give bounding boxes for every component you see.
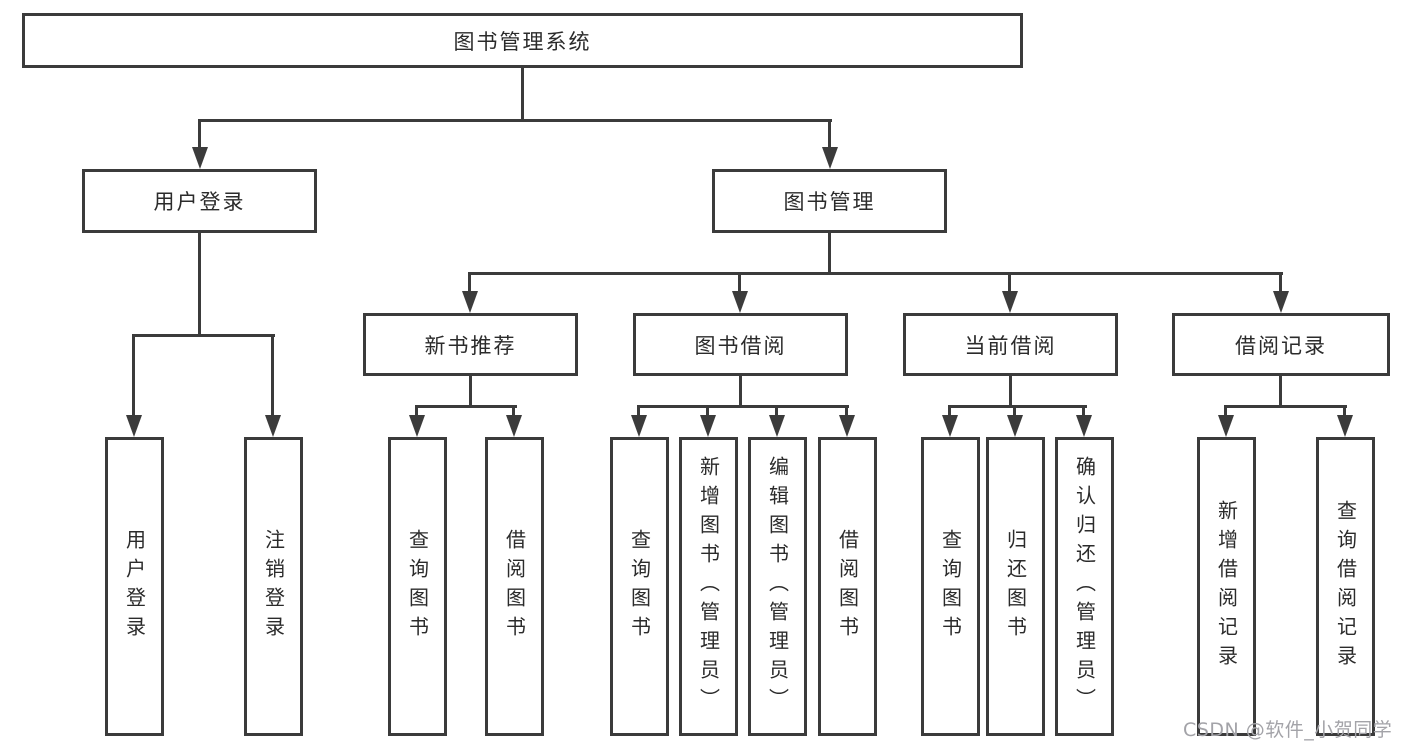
connector-records-branch bbox=[1225, 405, 1347, 408]
node-new-books: 新书推荐 bbox=[363, 313, 578, 376]
leaf-bb-query-books-label: 查询图书 bbox=[627, 528, 652, 645]
connector-records-drop bbox=[1279, 376, 1282, 408]
csdn-watermark: CSDN @软件_小贺同学 bbox=[1183, 719, 1393, 741]
connector-level3-branch bbox=[469, 272, 1283, 275]
connector-bookborrow-branch bbox=[638, 405, 849, 408]
leaf-cb-confirm-return-admin-label: 确认归还（管理员） bbox=[1072, 456, 1097, 717]
connector-bookmgmt-drop bbox=[828, 233, 831, 275]
arrow-cb-leaf-2 bbox=[1007, 405, 1023, 437]
leaf-cb-return-books: 归还图书 bbox=[986, 437, 1045, 736]
node-root-label: 图书管理系统 bbox=[453, 29, 592, 54]
leaf-bb-query-books: 查询图书 bbox=[610, 437, 669, 736]
arrow-bb-leaf-3 bbox=[769, 405, 785, 437]
arrow-bb-leaf-1 bbox=[631, 405, 647, 437]
arrow-bb-leaf-4 bbox=[839, 405, 855, 437]
arrow-to-user-login bbox=[192, 119, 208, 169]
connector-root-drop bbox=[521, 68, 524, 122]
arrow-bb-leaf-2 bbox=[700, 405, 716, 437]
leaf-cb-query-books-label: 查询图书 bbox=[938, 528, 963, 645]
connector-newbooks-drop bbox=[469, 376, 472, 408]
leaf-bb-borrow-books: 借阅图书 bbox=[818, 437, 877, 736]
leaf-logout: 注销登录 bbox=[244, 437, 303, 736]
connector-currentborrow-branch bbox=[949, 405, 1087, 408]
node-book-borrow: 图书借阅 bbox=[633, 313, 848, 376]
arrow-to-leaf-user-login bbox=[126, 334, 142, 437]
leaf-nb-query-books: 查询图书 bbox=[388, 437, 447, 736]
leaf-user-login-label: 用户登录 bbox=[122, 528, 147, 645]
node-user-login: 用户登录 bbox=[82, 169, 317, 233]
node-borrow-records: 借阅记录 bbox=[1172, 313, 1390, 376]
leaf-bb-edit-books-admin: 编辑图书（管理员） bbox=[748, 437, 807, 736]
connector-currentborrow-drop bbox=[1009, 376, 1012, 408]
arrow-cb-leaf-1 bbox=[942, 405, 958, 437]
leaf-logout-label: 注销登录 bbox=[261, 528, 286, 645]
leaf-nb-query-books-label: 查询图书 bbox=[405, 528, 430, 645]
leaf-bb-edit-books-admin-label: 编辑图书（管理员） bbox=[765, 456, 790, 717]
connector-userlogin-branch bbox=[133, 334, 275, 337]
connector-userlogin-drop bbox=[198, 233, 201, 337]
leaf-bb-add-books-admin-label: 新增图书（管理员） bbox=[696, 456, 721, 717]
arrow-nb-leaf-2 bbox=[506, 405, 522, 437]
arrow-nb-leaf-1 bbox=[409, 405, 425, 437]
node-borrow-records-label: 借阅记录 bbox=[1235, 333, 1327, 358]
arrow-cb-leaf-3 bbox=[1076, 405, 1092, 437]
node-current-borrow: 当前借阅 bbox=[903, 313, 1118, 376]
arrow-to-new-books bbox=[462, 272, 478, 313]
leaf-bb-borrow-books-label: 借阅图书 bbox=[835, 528, 860, 645]
arrow-to-leaf-logout bbox=[265, 334, 281, 437]
leaf-cb-confirm-return-admin: 确认归还（管理员） bbox=[1055, 437, 1114, 736]
node-book-borrow-label: 图书借阅 bbox=[694, 333, 787, 358]
node-current-borrow-label: 当前借阅 bbox=[964, 333, 1057, 358]
node-root-system: 图书管理系统 bbox=[22, 13, 1023, 68]
leaf-br-query-record: 查询借阅记录 bbox=[1316, 437, 1375, 736]
connector-level2-branch bbox=[198, 119, 832, 122]
node-new-books-label: 新书推荐 bbox=[424, 333, 517, 358]
leaf-br-add-record: 新增借阅记录 bbox=[1197, 437, 1256, 736]
arrow-br-leaf-2 bbox=[1337, 405, 1353, 437]
leaf-nb-borrow-books: 借阅图书 bbox=[485, 437, 544, 736]
leaf-cb-query-books: 查询图书 bbox=[921, 437, 980, 736]
arrow-to-book-borrow bbox=[732, 272, 748, 313]
leaf-cb-return-books-label: 归还图书 bbox=[1003, 528, 1028, 645]
node-book-mgmt: 图书管理 bbox=[712, 169, 947, 233]
node-book-mgmt-label: 图书管理 bbox=[783, 190, 876, 214]
arrow-br-leaf-1 bbox=[1218, 405, 1234, 437]
leaf-bb-add-books-admin: 新增图书（管理员） bbox=[679, 437, 738, 736]
leaf-br-add-record-label: 新增借阅记录 bbox=[1214, 499, 1239, 674]
leaf-user-login: 用户登录 bbox=[105, 437, 164, 736]
connector-newbooks-branch bbox=[416, 405, 517, 408]
node-user-login-label: 用户登录 bbox=[153, 190, 246, 214]
arrow-to-borrow-records bbox=[1273, 272, 1289, 313]
leaf-br-query-record-label: 查询借阅记录 bbox=[1333, 499, 1358, 674]
arrow-to-book-mgmt bbox=[822, 119, 838, 169]
connector-bookborrow-drop bbox=[739, 376, 742, 408]
arrow-to-current-borrow bbox=[1002, 272, 1018, 313]
leaf-nb-borrow-books-label: 借阅图书 bbox=[502, 528, 527, 645]
